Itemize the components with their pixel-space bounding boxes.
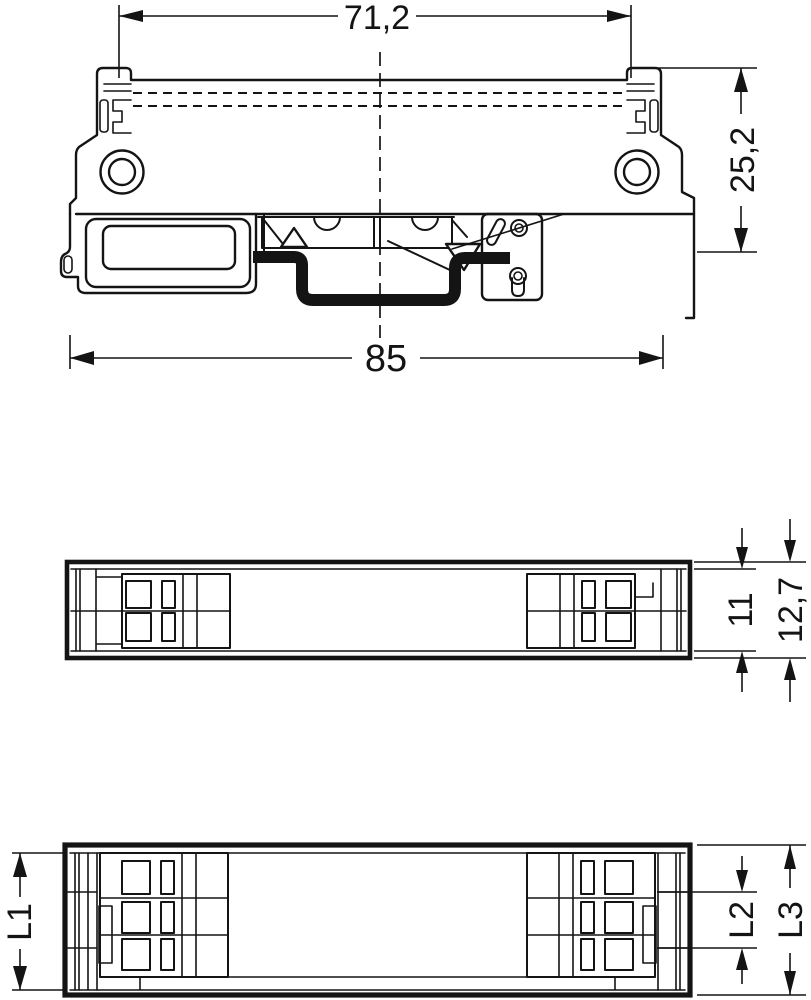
- dim-l1-label: L1: [1, 903, 39, 941]
- right-ear-slot: [649, 99, 659, 133]
- top-plan-housing-outline: [64, 559, 693, 661]
- lever-slot: [581, 580, 596, 609]
- screw-boss-arcs: [313, 216, 439, 231]
- left-wedge-marker: [279, 226, 309, 249]
- terminal-block-dividers: [558, 852, 574, 978]
- terminal-opening: [604, 860, 634, 895]
- front-view: 71,2: [59, 0, 762, 380]
- dim-outer-height: 12,7: [694, 519, 810, 702]
- terminal-opening: [605, 612, 632, 642]
- dim-l1: L1: [1, 852, 64, 991]
- keyhole-upper-slot: [486, 218, 506, 246]
- bottom-plan-inner-edges: [69, 852, 686, 991]
- lever-slot: [160, 860, 175, 895]
- terminal-block-outline: [99, 852, 229, 978]
- right-mounting-tab: [642, 905, 657, 964]
- dim-width-top-label: 71,2: [344, 0, 410, 37]
- terminal-opening: [121, 860, 151, 895]
- cable-duct-outer-wall: [84, 217, 252, 289]
- right-brace-diagonal: [451, 213, 565, 250]
- dim-inner-height-label: 11: [722, 592, 760, 627]
- left-foot-slot: [63, 255, 73, 274]
- dim-l2: L2: [657, 856, 761, 984]
- left-ear-slot: [99, 99, 109, 133]
- dim-inner-height: 11: [694, 528, 760, 692]
- lever-slot: [161, 580, 176, 609]
- lever-slot: [161, 612, 176, 642]
- keyhole-upper-circle-outer: [510, 219, 528, 237]
- bottom-plan-left-wall-lines: [67, 852, 98, 991]
- mounting-hole-right-inner: [622, 157, 652, 187]
- lever-slot: [580, 901, 595, 934]
- din-rail-hidden-lines: [133, 92, 626, 107]
- terminal-block-outline: [526, 852, 656, 978]
- mounting-hole-left-outer: [99, 149, 145, 195]
- terminal-block-dividers: [181, 852, 197, 978]
- terminal-block-outline: [526, 573, 636, 649]
- clip-spring-arm: [387, 240, 453, 272]
- keyhole-upper-circle-inner: [514, 223, 524, 233]
- keyhole-lower-circle-outer: [509, 267, 527, 285]
- dim-l3: L3: [697, 844, 810, 996]
- dim-height-right: 25,2: [658, 67, 762, 253]
- terminal-opening: [605, 580, 632, 609]
- dim-width-bottom-label: 85: [365, 338, 407, 380]
- terminal-block-dividers: [182, 573, 198, 649]
- terminal-row-lines: [99, 897, 229, 936]
- top-plan-right-wall-lines: [660, 568, 682, 652]
- keyhole-lower-slot: [511, 277, 525, 297]
- center-housing-lines: [257, 213, 468, 257]
- bottom-plan-right-wall-lines: [657, 852, 688, 991]
- top-plan-right-terminal-block: [526, 573, 654, 649]
- left-foot-outline: [59, 212, 258, 295]
- keyhole-plate: [480, 212, 544, 302]
- lever-slot: [581, 612, 596, 642]
- dim-width-bottom-extension-lines: [69, 335, 664, 369]
- right-ear-latch-details: [626, 83, 655, 134]
- top-plan-inner-edges: [70, 568, 687, 652]
- terminal-opening: [121, 938, 151, 971]
- dim-outer-height-label: 12,7: [772, 577, 810, 643]
- lever-slot: [580, 938, 595, 971]
- dim-height-label: 25,2: [724, 127, 762, 193]
- keyhole-lower-circle-inner: [513, 271, 523, 281]
- bottom-plan-housing-outline: [62, 842, 693, 998]
- terminal-opening: [125, 580, 152, 609]
- top-plan-view: 11 12,7: [64, 519, 810, 702]
- dim-l2-arrowheads: [736, 870, 748, 970]
- top-plan-left-terminal-block: [121, 573, 231, 649]
- dim-l3-label: L3: [772, 901, 810, 939]
- mounting-hole-left-inner: [107, 157, 137, 187]
- dim-width-top-extension-lines: [118, 5, 632, 78]
- dim-l2-label: L2: [723, 901, 761, 939]
- cable-duct-inner-wall: [101, 224, 237, 271]
- terminal-row-lines: [526, 897, 656, 936]
- dim-inner-height-extension-lines: [694, 568, 756, 652]
- bottom-plan-left-terminal-block: [99, 852, 229, 978]
- terminal-block-outline: [121, 573, 231, 649]
- dim-outer-height-extension-lines: [694, 561, 806, 659]
- terminal-opening: [125, 612, 152, 642]
- dim-width-top: 71,2: [118, 0, 632, 78]
- top-plan-left-wall-lines: [75, 568, 123, 652]
- dim-l3-extension-lines: [697, 844, 806, 996]
- terminal-block-dividers: [559, 573, 654, 649]
- dim-width-bottom: 85: [69, 335, 664, 380]
- lever-slot: [160, 938, 175, 971]
- bottom-plan-right-terminal-block: [526, 852, 656, 978]
- dim-l2-extension-lines: [657, 891, 757, 949]
- lever-slot: [160, 901, 175, 934]
- front-view-silhouette: [68, 66, 696, 320]
- bottom-plan-view: L1 L2 L3: [1, 842, 810, 998]
- terminal-opening: [604, 901, 634, 934]
- left-ear-latch-details: [103, 83, 132, 134]
- din-rail-clip-section: [253, 251, 510, 306]
- lever-slot: [580, 860, 595, 895]
- terminal-opening: [604, 938, 634, 971]
- mounting-hole-right-outer: [614, 149, 660, 195]
- terminal-opening: [121, 901, 151, 934]
